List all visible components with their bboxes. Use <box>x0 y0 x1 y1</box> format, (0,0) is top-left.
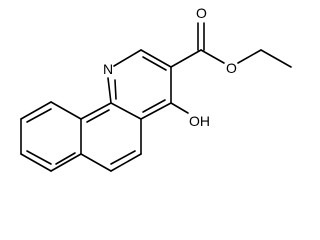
bond-c10b-n-inner <box>114 79 117 100</box>
bond-c4-c4a <box>140 102 172 120</box>
bond-ccarbonyl-oester <box>200 49 225 64</box>
bond-n-c2 <box>113 49 142 67</box>
nitrogen-label: N <box>103 61 113 77</box>
bond-c4-oh <box>170 102 189 114</box>
bond-c10a-c10b <box>80 102 112 120</box>
bond-c5-c6 <box>110 153 142 172</box>
bond-c10b-n <box>107 77 112 104</box>
bond-c8-c7 <box>20 153 52 172</box>
bond-c8-c7-inner <box>26 150 52 165</box>
hydroxyl-label: OH <box>189 113 210 129</box>
bond-c3-ccarbonyl <box>170 49 202 68</box>
bond-c2-c3-inner <box>142 56 167 71</box>
bond-oester-ch2 <box>237 49 262 64</box>
carbonyl-oxygen-label: O <box>196 5 207 21</box>
bond-c10a-c10b-inner <box>86 109 110 123</box>
bond-c10a-c10 <box>50 101 82 120</box>
ester-oxygen-label: O <box>226 60 237 76</box>
bond-c2-c3 <box>140 49 172 68</box>
structure-diagram: N O O OH <box>20 5 292 172</box>
bond-c6-c6a <box>80 153 112 172</box>
bond-ch2-ch3 <box>260 49 292 68</box>
bond-c10-c9-inner <box>26 108 52 123</box>
bond-c5-c6-inner <box>110 150 136 165</box>
bond-c4-c4a-inner <box>142 99 166 113</box>
bond-c7-c6a-inner <box>55 152 76 165</box>
bond-c4a-c10b <box>110 102 142 120</box>
bond-c7-c6a <box>50 153 82 172</box>
bond-c10-c9 <box>20 101 52 120</box>
molecule-canvas: N O O OH <box>20 5 292 172</box>
